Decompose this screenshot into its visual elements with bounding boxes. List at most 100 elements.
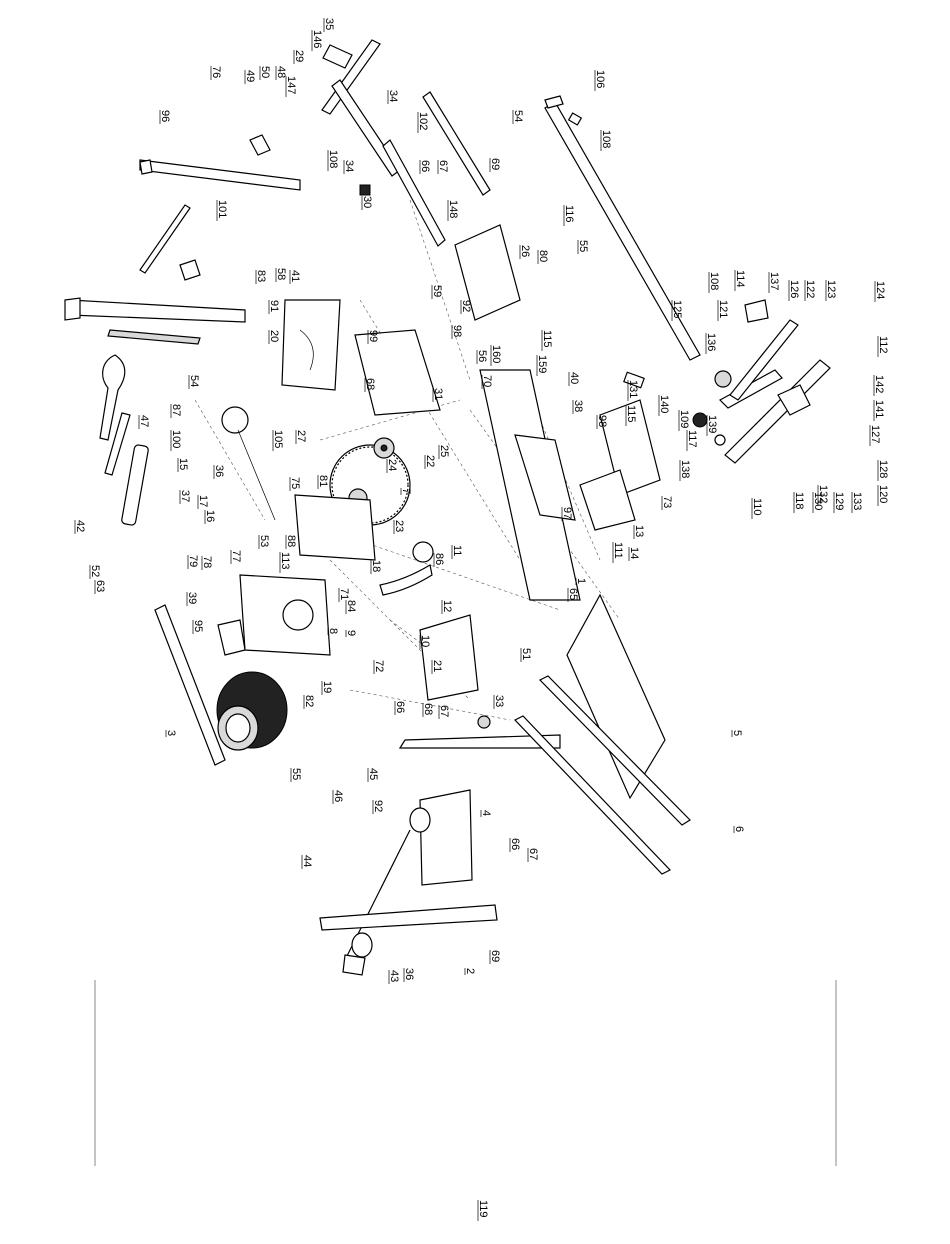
callout-2: 2 [464, 968, 476, 974]
callout-10: 10 [419, 635, 431, 647]
callout-131: 131 [627, 380, 639, 398]
callout-136: 136 [705, 333, 717, 351]
callout-13: 13 [633, 525, 645, 537]
callout-59: 59 [431, 285, 443, 297]
callout-121: 121 [717, 300, 729, 318]
callout-53: 53 [258, 535, 270, 547]
callout-73: 73 [661, 496, 673, 508]
callout-26: 26 [519, 245, 531, 257]
callout-12: 12 [441, 600, 453, 612]
callout-114: 114 [734, 270, 746, 288]
callout-75: 75 [289, 477, 301, 489]
callout-35: 35 [323, 18, 335, 30]
callout-1: 1 [575, 578, 587, 584]
callout-72: 72 [373, 660, 385, 672]
callout-31: 31 [432, 388, 444, 400]
callout-118: 118 [793, 492, 805, 510]
callout-116: 116 [563, 205, 575, 223]
callout-146: 146 [311, 30, 323, 48]
wheel-assembly [319, 789, 498, 976]
callout-36: 36 [403, 968, 415, 980]
callout-24: 24 [386, 459, 398, 471]
callout-97: 97 [561, 507, 573, 519]
motor-mount-plate [239, 494, 376, 656]
left-front-leg [64, 297, 246, 345]
callout-123: 123 [825, 280, 837, 298]
callout-71: 71 [338, 588, 350, 600]
callout-108: 108 [600, 130, 612, 148]
callout-159: 159 [536, 355, 548, 373]
callout-40: 40 [568, 372, 580, 384]
callout-141: 141 [873, 400, 885, 418]
callout-80: 80 [537, 250, 549, 262]
rip-fence-assembly [321, 39, 491, 247]
callout-11: 11 [451, 545, 463, 556]
callout-38: 38 [572, 400, 584, 412]
callout-110: 110 [751, 498, 763, 516]
height-crank-wheel [221, 406, 276, 521]
callout-67: 67 [438, 705, 450, 717]
callout-99: 99 [367, 330, 379, 342]
callout-27: 27 [295, 430, 307, 442]
table-top-frame [479, 369, 581, 601]
callout-7: 7 [400, 488, 412, 494]
callout-109: 109 [678, 410, 690, 428]
callout-58: 58 [275, 268, 287, 280]
callout-67: 67 [527, 848, 539, 860]
callout-78: 78 [201, 556, 213, 568]
callout-66: 66 [509, 838, 521, 850]
callout-36: 36 [213, 465, 225, 477]
callout-33: 33 [493, 695, 505, 707]
callout-68: 68 [364, 378, 376, 390]
left-cross-brace [139, 204, 201, 281]
callout-76: 76 [210, 66, 222, 78]
callout-50: 50 [259, 66, 271, 78]
callout-42: 42 [74, 520, 86, 532]
callout-133: 133 [851, 492, 863, 510]
callout-5: 5 [731, 730, 743, 736]
callout-9: 9 [345, 630, 357, 636]
side-plate [281, 299, 341, 391]
callout-96: 96 [159, 110, 171, 122]
callout-39: 39 [186, 592, 198, 604]
callout-92: 92 [372, 800, 384, 812]
callout-128: 128 [877, 460, 889, 478]
callout-49: 49 [244, 70, 256, 82]
callout-125: 125 [671, 300, 683, 318]
callout-3: 3 [165, 730, 177, 736]
callout-19: 19 [321, 681, 333, 693]
callout-122: 122 [804, 280, 816, 298]
callout-138: 138 [679, 460, 691, 478]
callout-81: 81 [317, 475, 329, 487]
callout-108: 108 [327, 150, 339, 168]
left-support-rail [154, 604, 226, 766]
callout-18: 18 [370, 560, 382, 572]
callout-95: 95 [192, 620, 204, 632]
callout-108: 108 [708, 272, 720, 290]
callout-15: 15 [177, 458, 189, 470]
callout-105: 105 [272, 430, 284, 448]
callout-45: 45 [367, 768, 379, 780]
callout-98: 98 [451, 325, 463, 337]
callout-79: 79 [187, 555, 199, 567]
callout-22: 22 [424, 455, 436, 467]
callout-17: 17 [197, 495, 209, 507]
blade-guard [354, 224, 521, 416]
callout-47: 47 [138, 415, 150, 427]
callout-56: 56 [476, 350, 488, 362]
callout-6: 6 [733, 826, 745, 832]
callout-117: 117 [686, 430, 698, 448]
callout-82: 82 [303, 695, 315, 707]
callout-84: 84 [345, 600, 357, 612]
callout-34: 34 [387, 90, 399, 102]
callout-46: 46 [332, 790, 344, 802]
callout-65: 65 [567, 588, 579, 600]
callout-54: 54 [512, 110, 524, 122]
callout-34: 34 [343, 160, 355, 172]
callout-88: 88 [285, 535, 297, 547]
callout-87: 87 [170, 404, 182, 416]
callout-4: 4 [480, 810, 492, 816]
callout-51: 51 [520, 648, 532, 660]
callout-129: 129 [833, 492, 845, 510]
